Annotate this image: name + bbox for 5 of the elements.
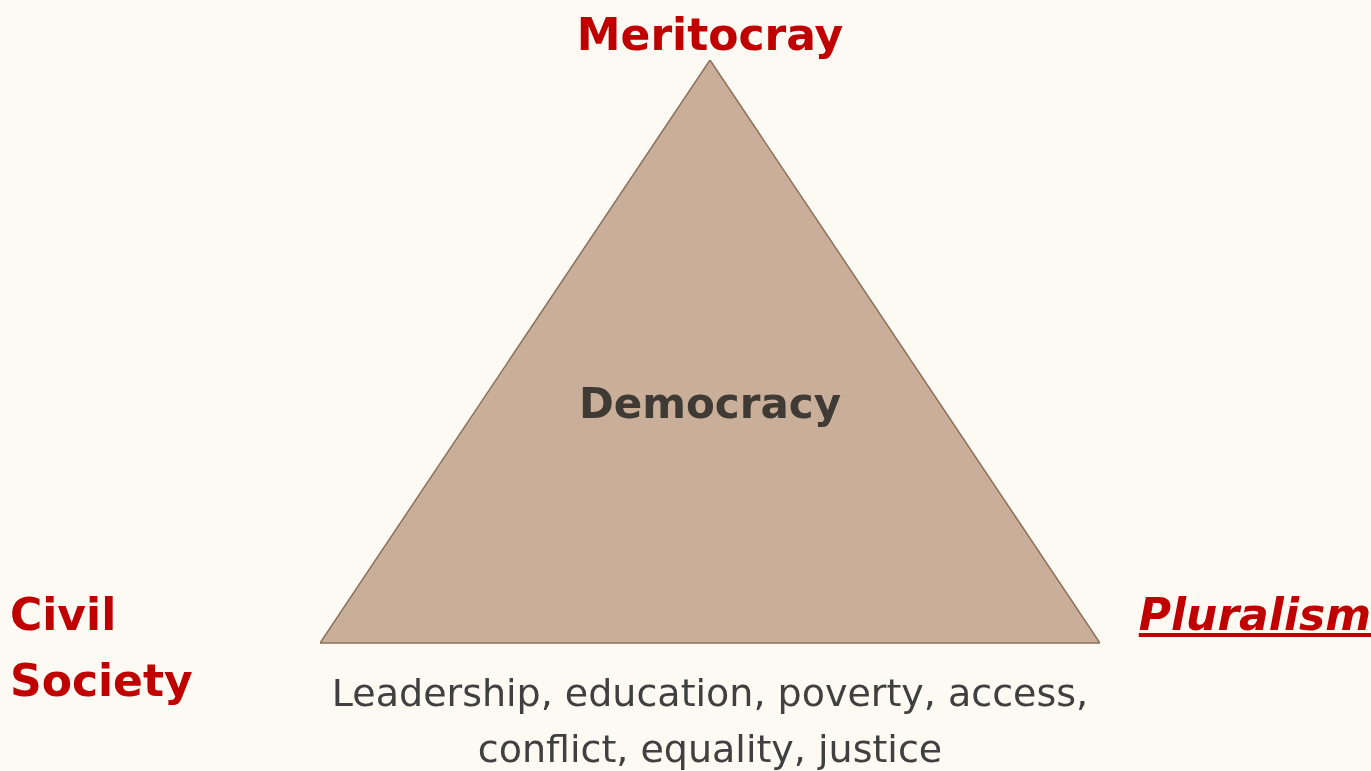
triangle-title: Democracy (578, 378, 842, 430)
corner-label: Civil Society (10, 589, 193, 706)
corner-label: Meritocray (576, 9, 844, 60)
corner-label: Pluralism (1138, 589, 1371, 640)
caption-text: Leadership, education, poverty, access, conflict, equality, justice (331, 671, 1089, 771)
